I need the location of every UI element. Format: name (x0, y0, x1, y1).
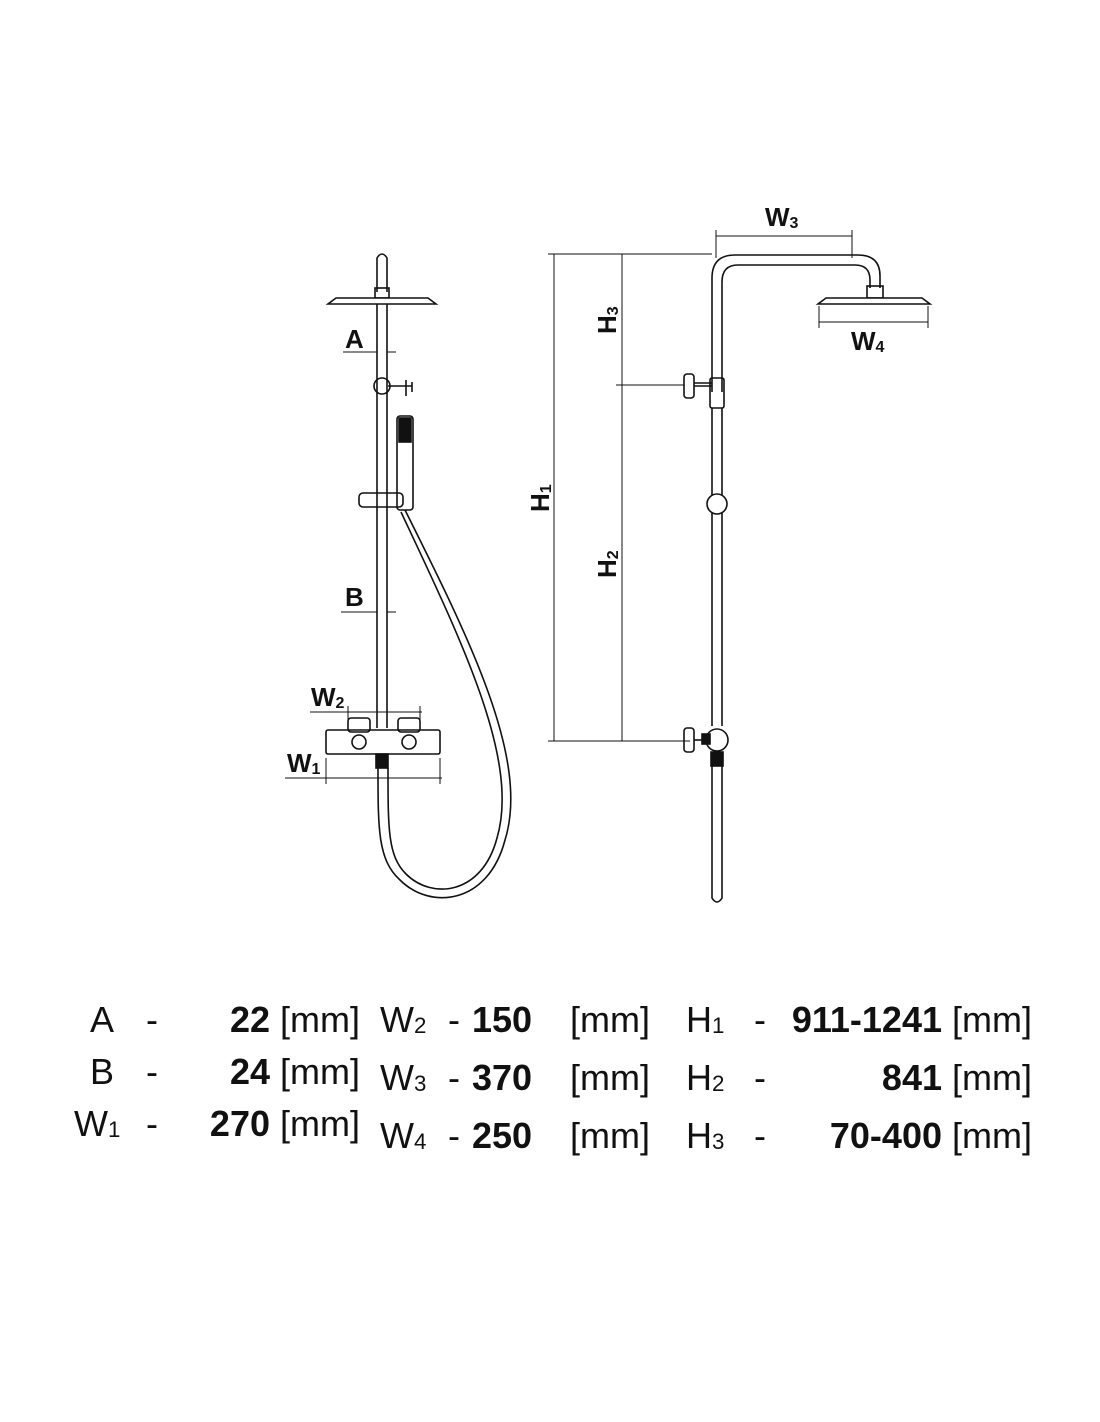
dim-W4 (818, 306, 929, 328)
spec-symbol: B (89, 1051, 114, 1092)
label-B: B (345, 582, 364, 612)
spec-row: A- 22[mm] (74, 994, 360, 1046)
spec-dash: - (754, 999, 766, 1040)
spec-value: 250 (472, 1115, 533, 1157)
side-height-clamp (709, 377, 725, 409)
spec-symbol: H1 (686, 999, 725, 1040)
dim-H1 (548, 253, 712, 742)
front-rain-head (325, 297, 439, 305)
label-H1: H1 (525, 484, 555, 512)
spec-row: H3- 70-400[mm] (686, 1110, 1032, 1168)
spec-symbol: W4 (380, 1115, 427, 1157)
side-slider (706, 493, 728, 515)
spec-row: H2- 841[mm] (686, 1052, 1032, 1110)
spec-dash: - (146, 1103, 158, 1144)
spec-row: W1- 270[mm] (74, 1098, 360, 1156)
spec-value: 22 (229, 999, 270, 1040)
spec-value: 70-400 (829, 1115, 942, 1157)
spec-value: 841 (881, 1057, 942, 1099)
spec-dash: - (754, 1057, 766, 1099)
spec-dash: - (448, 1115, 460, 1157)
label-H2: H2 (592, 550, 622, 578)
spec-column-3: H1-911-1241[mm]H2-841[mm]H3-70-400[mm] (686, 994, 1032, 1168)
front-view (285, 253, 512, 899)
label-H3: H3 (592, 306, 622, 334)
spec-symbol: A (89, 999, 114, 1040)
spec-dash: - (448, 999, 460, 1040)
side-wall-bracket-upper (683, 373, 712, 399)
side-mixer-fitting (683, 727, 729, 767)
spec-unit: [mm] (280, 1103, 360, 1144)
dim-H2-H3 (616, 254, 684, 741)
spec-row: W2-150 [mm] (380, 994, 650, 1052)
spec-value: 270 (209, 1103, 270, 1144)
spec-unit: [mm] (570, 1115, 650, 1157)
dim-W2 (310, 706, 422, 720)
side-arm-outer (711, 254, 881, 392)
spec-row: W3-370 [mm] (380, 1052, 650, 1110)
spec-symbol: W3 (380, 1057, 427, 1099)
label-W3: W3 (765, 202, 799, 232)
spec-symbol: W1 (74, 1103, 121, 1144)
spec-unit: [mm] (952, 1057, 1032, 1099)
spec-unit: [mm] (570, 1057, 650, 1099)
dim-W1 (285, 758, 442, 784)
label-W1: W1 (287, 748, 321, 778)
side-rain-head (815, 297, 933, 305)
spec-unit: [mm] (280, 999, 360, 1040)
spec-symbol: H2 (686, 1057, 725, 1099)
spec-symbol: H3 (686, 1115, 725, 1157)
side-view (548, 230, 933, 903)
spec-column-2: W2-150[mm]W3-370[mm]W4-250[mm] (380, 994, 650, 1168)
spec-unit: [mm] (952, 999, 1032, 1040)
front-hose-inner (387, 511, 503, 890)
label-W4: W4 (851, 326, 885, 356)
front-mixer-body (325, 729, 441, 755)
side-arm-inner (721, 264, 871, 392)
spec-row: W4-250 [mm] (380, 1110, 650, 1168)
spec-symbol: W2 (380, 999, 427, 1040)
spec-unit: [mm] (570, 999, 650, 1040)
spec-value: 24 (229, 1051, 270, 1092)
spec-column-1: A-22[mm]B-24[mm]W1-270[mm] (74, 994, 360, 1156)
dim-W3 (715, 230, 853, 258)
spec-dash: - (448, 1057, 460, 1099)
spec-dash: - (146, 1051, 158, 1092)
side-hose (711, 766, 723, 903)
front-hose-outer (377, 509, 512, 899)
spec-dash: - (754, 1115, 766, 1157)
spec-value: 150 (472, 999, 533, 1040)
spec-value: 911-1241 (791, 999, 942, 1040)
spec-unit: [mm] (280, 1051, 360, 1092)
label-A: A (345, 324, 364, 354)
spec-unit: [mm] (952, 1115, 1032, 1157)
spec-value: 370 (472, 1057, 533, 1099)
front-mixer-outlet (375, 753, 389, 769)
spec-row: B- 24[mm] (74, 1046, 360, 1098)
front-slider-bracket (358, 492, 404, 508)
spec-dash: - (146, 999, 158, 1040)
front-riser-top (376, 253, 388, 292)
spec-row: H1-911-1241[mm] (686, 994, 1032, 1052)
label-W2: W2 (311, 682, 345, 712)
